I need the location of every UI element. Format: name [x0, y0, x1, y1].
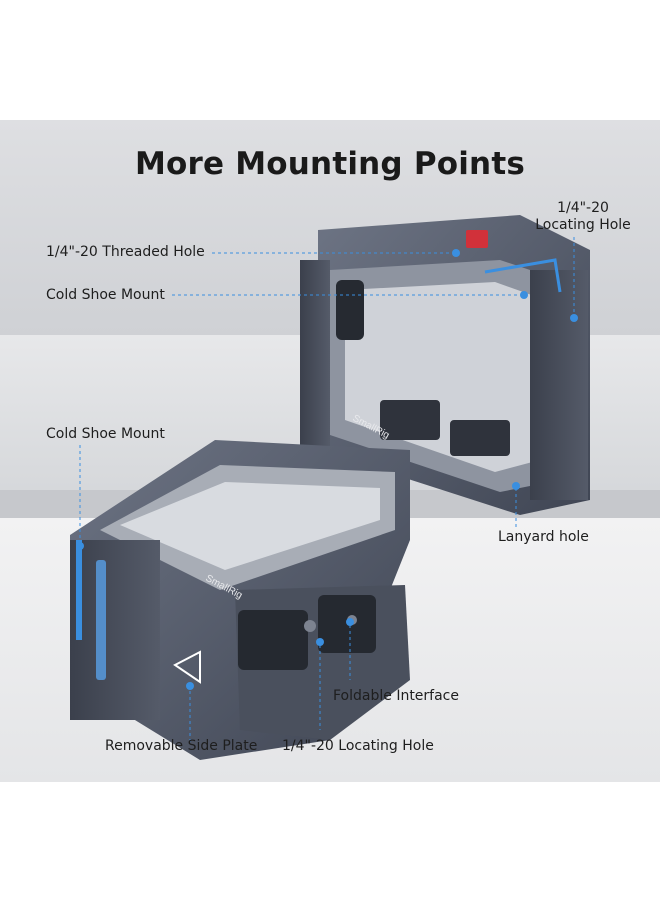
callout-removable-side-plate: Removable Side Plate — [105, 738, 258, 754]
callout-left-cold-shoe: Cold Shoe Mount — [46, 426, 165, 442]
callout-lines — [79, 237, 575, 742]
callout-threaded-hole: 1/4"-20 Threaded Hole — [46, 244, 205, 260]
lower-cage: SmallRig — [70, 440, 410, 760]
callout-lanyard-hole: Lanyard hole — [498, 529, 589, 545]
callout-top-cold-shoe: Cold Shoe Mount — [46, 287, 165, 303]
page-title: More Mounting Points — [134, 146, 526, 182]
upper-cage: SmallRig — [300, 215, 590, 515]
callout-foldable-interface: Foldable Interface — [333, 688, 459, 704]
product-photo: SmallRig SmallRig — [0, 120, 660, 782]
callout-bottom-locating-hole: 1/4"-20 Locating Hole — [282, 738, 434, 754]
callout-top-locating-line2: Locating Hole — [535, 217, 631, 233]
callout-dots — [76, 249, 578, 690]
callout-top-locating-line1: 1/4"-20 — [557, 200, 609, 216]
red-lock-button — [466, 230, 488, 248]
